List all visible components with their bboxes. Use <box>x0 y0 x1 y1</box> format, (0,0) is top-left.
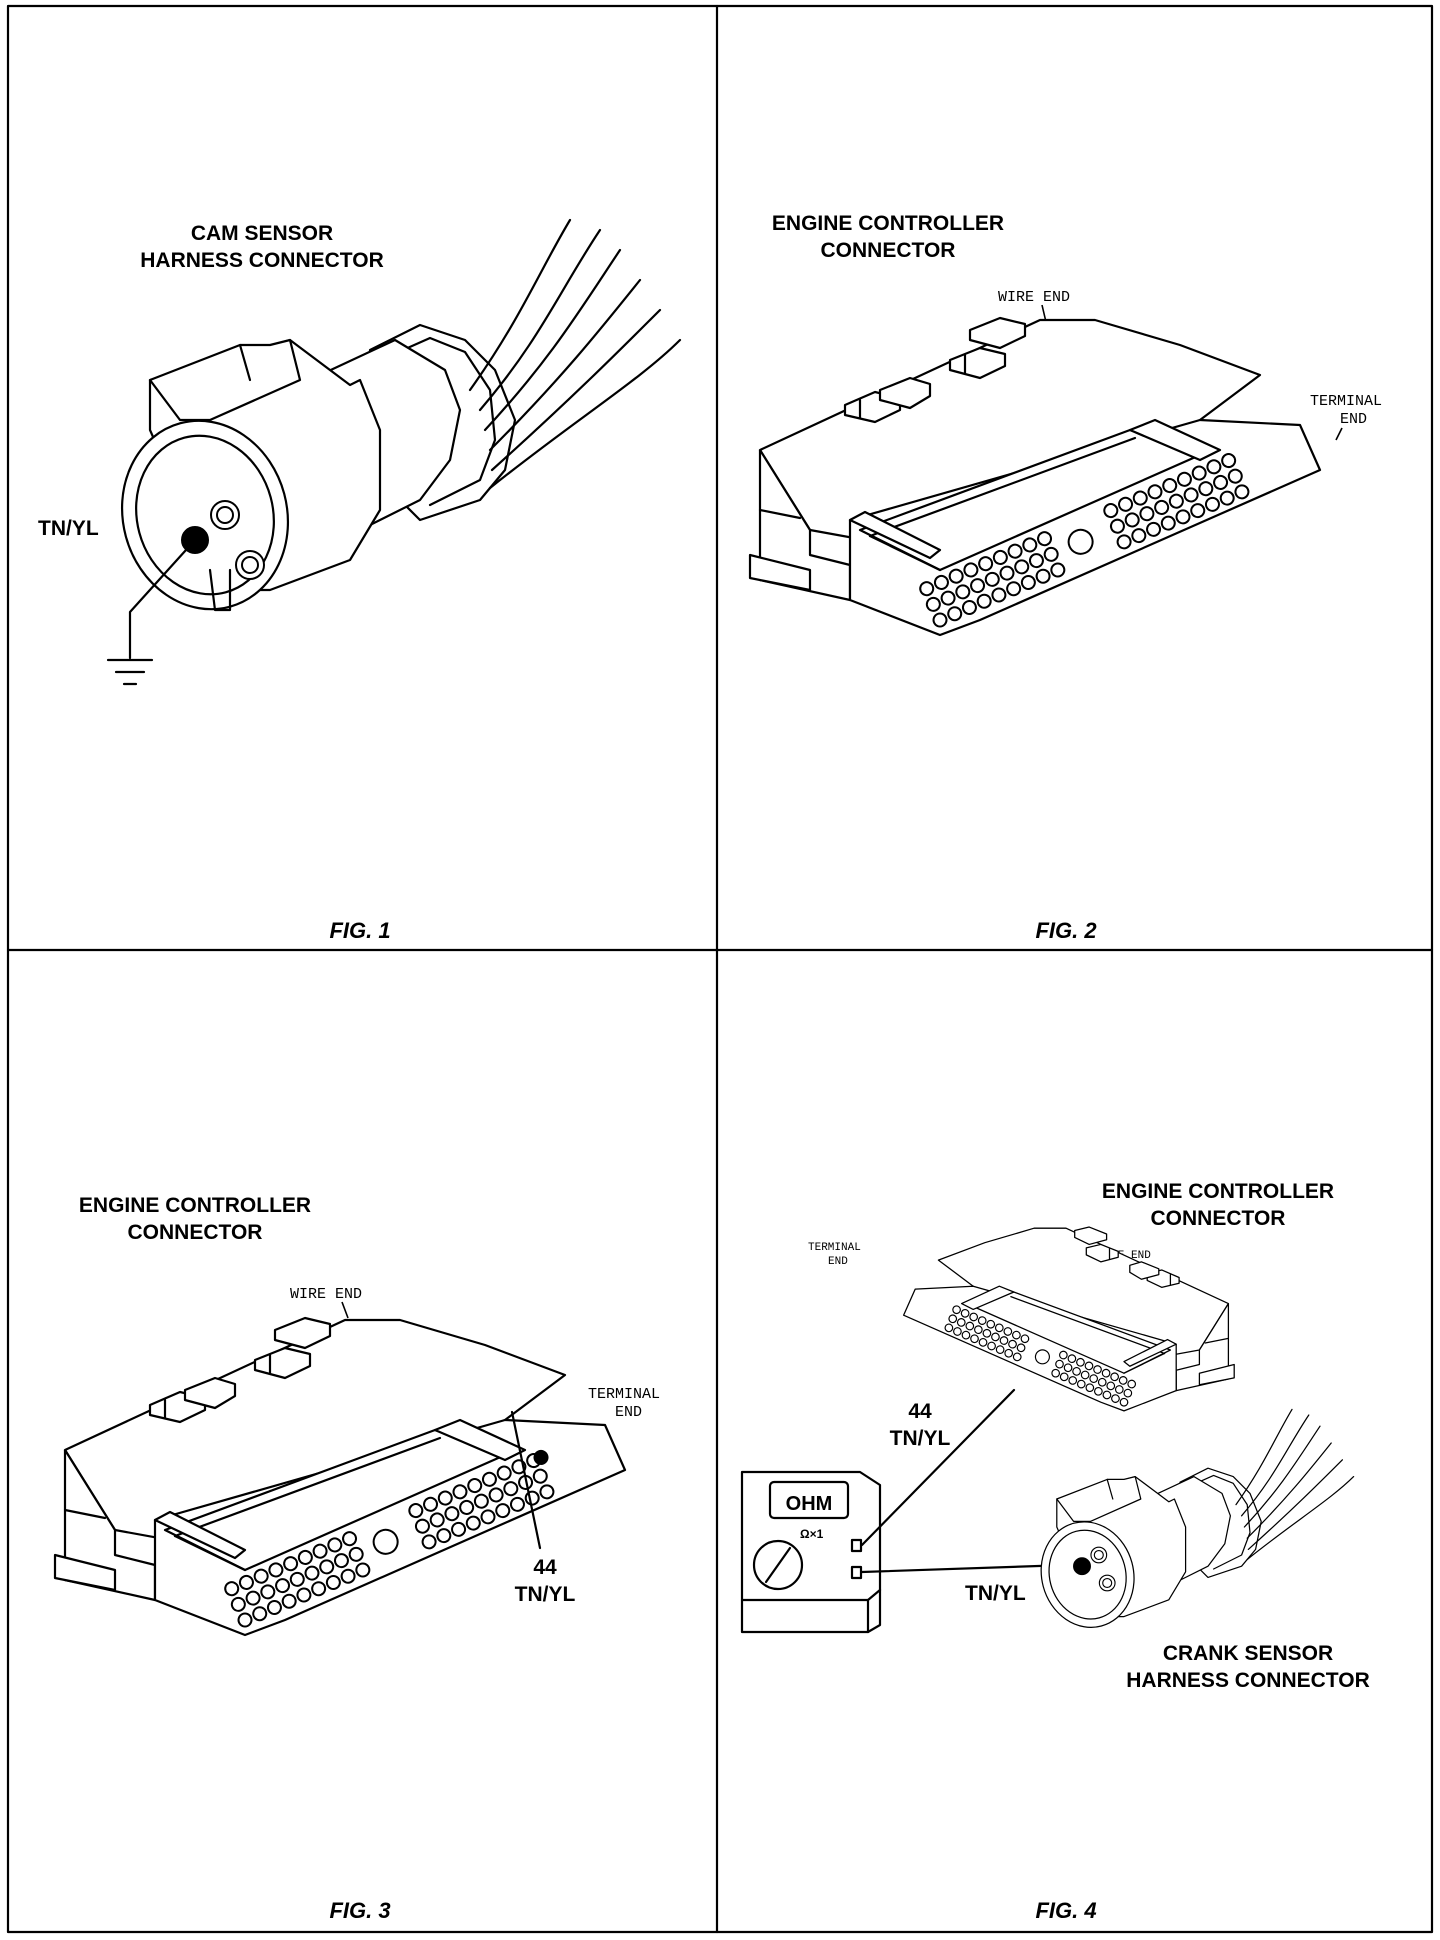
engine-controller-connector-drawing <box>748 316 1322 637</box>
fig4-pin-color: TN/YL <box>890 1427 951 1450</box>
fig3-title-line1: ENGINE CONTROLLER <box>79 1194 311 1217</box>
fig1-caption: FIG. 1 <box>329 918 390 943</box>
figure-2: ENGINE CONTROLLER CONNECTOR WIRE END TER… <box>748 212 1382 943</box>
ground-icon <box>106 538 197 686</box>
fig3-caption: FIG. 3 <box>329 1898 390 1923</box>
fig1-wire-label: TN/YL <box>38 517 99 540</box>
fig3-wire-end-label: WIRE END <box>290 1286 362 1303</box>
fig4-sensor-title-line1: CRANK SENSOR <box>1163 1642 1333 1665</box>
engine-controller-connector-drawing <box>902 1226 1235 1412</box>
fig4-caption: FIG. 4 <box>1035 1898 1096 1923</box>
figure-3: ENGINE CONTROLLER CONNECTOR WIRE END TER… <box>53 1194 660 1923</box>
fig4-terminal-end-line2: END <box>828 1256 848 1268</box>
cam-sensor-connector-drawing <box>100 218 682 630</box>
pin-44-marker <box>533 1449 549 1465</box>
fig1-title-line2: HARNESS CONNECTOR <box>140 249 383 272</box>
figure-4: ENGINE CONTROLLER CONNECTOR WIRE END TER… <box>740 1180 1370 1923</box>
fig4-sensor-title-line2: HARNESS CONNECTOR <box>1126 1669 1369 1692</box>
fig4-terminal-end-line1: TERMINAL <box>808 1242 861 1254</box>
fig2-title-line2: CONNECTOR <box>821 239 956 262</box>
crank-sensor-connector-drawing <box>1028 1408 1355 1639</box>
fig2-terminal-end-line1: TERMINAL <box>1310 393 1382 410</box>
meter-display: OHM <box>786 1493 833 1515</box>
fig4-pin-number: 44 <box>908 1400 932 1423</box>
fig3-pin-color: TN/YL <box>515 1583 576 1606</box>
fig4-sensor-wire-label: TN/YL <box>965 1582 1026 1605</box>
fig3-terminal-end-line1: TERMINAL <box>588 1386 660 1403</box>
fig3-title-line2: CONNECTOR <box>128 1221 263 1244</box>
fig2-terminal-end-line2: END <box>1340 411 1367 428</box>
engine-controller-connector-drawing <box>53 1316 627 1637</box>
ohmmeter: OHM Ω×1 <box>740 1470 882 1634</box>
figure-1: CAM SENSOR HARNESS CONNECTOR TN/YL FIG. … <box>38 218 682 943</box>
fig3-pin-number: 44 <box>533 1556 557 1579</box>
fig2-title-line1: ENGINE CONTROLLER <box>772 212 1004 235</box>
fig4-title-line1: ENGINE CONTROLLER <box>1102 1180 1334 1203</box>
fig4-title-line2: CONNECTOR <box>1151 1207 1286 1230</box>
meter-range-label: Ω×1 <box>800 1527 824 1541</box>
fig1-title-line1: CAM SENSOR <box>191 222 333 245</box>
fig2-caption: FIG. 2 <box>1035 918 1097 943</box>
fig3-terminal-end-line2: END <box>615 1404 642 1421</box>
fig2-wire-end-label: WIRE END <box>998 289 1070 306</box>
panel-grid <box>6 4 1434 1934</box>
